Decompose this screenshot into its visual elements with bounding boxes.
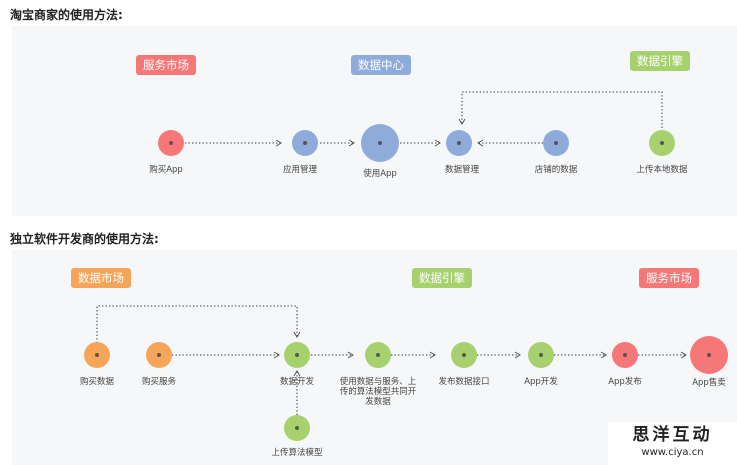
watermark: 思洋互动 www.ciya.cn: [608, 422, 737, 465]
node-upload-algo: [284, 415, 310, 441]
badge-data-engine: 数据引擎: [630, 51, 690, 71]
label-buy-app: 购买App: [149, 165, 183, 175]
watermark-title: 思洋互动: [632, 425, 713, 445]
label-data-manage: 数据管理: [444, 165, 479, 175]
node-buy-service: [146, 342, 172, 368]
label-upload-algo: 上传算法模型: [271, 448, 323, 458]
node-shop-data: [543, 130, 569, 156]
badge-service-market-2: 服务市场: [639, 268, 699, 288]
node-app-sell: [690, 336, 728, 374]
node-publish-api: [451, 342, 477, 368]
node-app-publish: [612, 342, 638, 368]
label-data-dev: 数据开发: [279, 377, 314, 387]
node-data-dev: [284, 342, 310, 368]
label-use-data-service: 使用数据与服务、上传的算法模型共同开发数据: [339, 377, 417, 407]
watermark-url: www.ciya.cn: [641, 447, 704, 458]
node-use-data-service: [365, 342, 391, 368]
badge-data-center: 数据中心: [351, 55, 411, 75]
label-app-sell: App售卖: [692, 378, 726, 388]
node-upload-local: [649, 130, 675, 156]
label-use-app: 使用App: [363, 169, 397, 179]
node-use-app: [361, 124, 399, 162]
section2-title: 独立软件开发商的使用方法:: [10, 232, 159, 246]
badge-service-market: 服务市场: [136, 55, 196, 75]
node-buy-app: [158, 130, 184, 156]
badge-data-engine-2: 数据引擎: [412, 268, 472, 288]
label-buy-service: 购买服务: [141, 377, 176, 387]
node-data-manage: [446, 130, 472, 156]
node-buy-data: [84, 342, 110, 368]
label-publish-api: 发布数据接口: [438, 377, 490, 387]
label-shop-data: 店铺的数据: [534, 165, 578, 175]
section1-title: 淘宝商家的使用方法:: [10, 8, 123, 22]
node-app-manage: [292, 130, 318, 156]
badge-data-market: 数据市场: [71, 268, 131, 288]
label-app-publish: App发布: [608, 377, 642, 387]
label-upload-local: 上传本地数据: [636, 165, 688, 175]
node-app-dev: [528, 342, 554, 368]
label-app-manage: 应用管理: [282, 165, 317, 175]
label-buy-data: 购买数据: [79, 377, 114, 387]
label-app-dev: App开发: [524, 377, 558, 387]
